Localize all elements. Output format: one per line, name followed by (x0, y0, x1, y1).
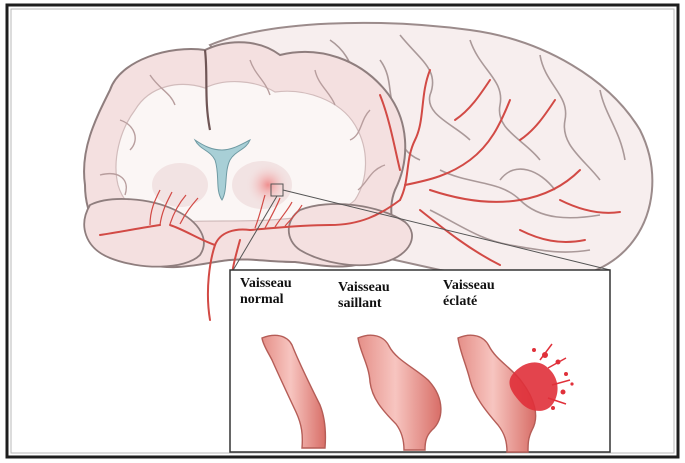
label-burst-line1: Vaisseau (443, 278, 495, 294)
label-normal-vessel: Vaisseau normal (240, 276, 292, 308)
label-bulging-vessel: Vaisseau saillant (338, 280, 390, 312)
label-burst-vessel: Vaisseau éclaté (443, 278, 495, 310)
label-normal-line1: Vaisseau (240, 276, 292, 292)
label-normal-line2: normal (240, 292, 292, 308)
label-bulging-line2: saillant (338, 296, 390, 312)
label-burst-line2: éclaté (443, 294, 495, 310)
label-bulging-line1: Vaisseau (338, 280, 390, 296)
